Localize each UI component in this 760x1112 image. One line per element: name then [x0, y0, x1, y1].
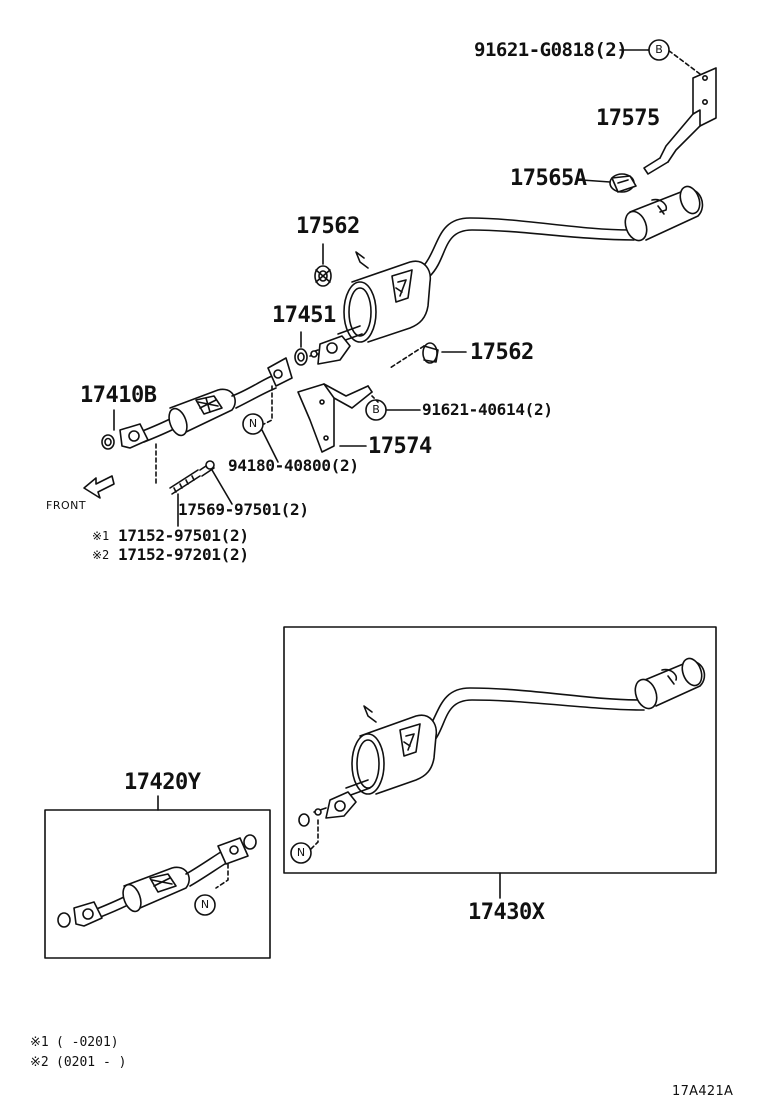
figure-code: 17A421A: [672, 1084, 734, 1099]
n-mark-icon: [290, 842, 312, 864]
footnote-1-text: ( -0201): [56, 1035, 119, 1050]
n-mark-label: N: [248, 417, 258, 430]
b-mark-icon: [648, 39, 670, 61]
label-17152-97201: 17152-97201(2): [118, 545, 249, 564]
bracket-17575[interactable]: [643, 67, 717, 175]
front-pipe-17410b[interactable]: [119, 357, 293, 449]
label-91621-40614: 91621-40614(2): [422, 400, 553, 419]
nut-front: [101, 434, 115, 450]
footnote-1-mark: ※1: [30, 1035, 49, 1050]
label-17410b: 17410B: [80, 383, 157, 408]
label-17569-97501: 17569-97501(2): [178, 500, 309, 519]
gasket-17562-top[interactable]: [314, 265, 332, 287]
b-mark-label: B: [655, 43, 663, 56]
gasket-17562-mid[interactable]: [422, 342, 439, 364]
stud-17152[interactable]: [169, 469, 201, 495]
assembly-17430x-box: [283, 626, 717, 874]
label-17574: 17574: [368, 434, 432, 459]
b-mark-label: B: [372, 403, 380, 416]
label-17562-mid: 17562: [470, 340, 534, 365]
front-arrow-icon: [83, 475, 115, 499]
footnote-2-mark: ※2: [30, 1055, 49, 1070]
ref-mark-2: ※2: [92, 548, 110, 562]
n-mark-icon: [242, 413, 264, 435]
footnote-2-text: (0201 - ): [56, 1055, 127, 1070]
bracket-17574[interactable]: [297, 383, 373, 453]
ring-17451[interactable]: [294, 348, 308, 366]
label-91621-g0818: 91621-G0818(2): [474, 39, 628, 61]
n-mark-label: N: [200, 898, 210, 911]
label-17562-top: 17562: [296, 214, 360, 239]
n-mark-label: N: [296, 846, 306, 859]
n-mark-icon: [194, 894, 216, 916]
front-pipe-17420y[interactable]: [57, 834, 257, 928]
label-17420y: 17420Y: [124, 770, 201, 795]
label-17575: 17575: [596, 106, 660, 131]
label-17451: 17451: [272, 303, 336, 328]
flange-top: [309, 335, 351, 365]
label-94180-40800: 94180-40800(2): [228, 456, 359, 475]
ref-mark-1: ※1: [92, 529, 110, 543]
cushion-17565a[interactable]: [609, 173, 637, 193]
front-label: FRONT: [46, 499, 87, 512]
spring-17569[interactable]: [199, 460, 215, 477]
label-17152-97501: 17152-97501(2): [118, 526, 249, 545]
main-muffler-top[interactable]: [337, 184, 704, 343]
label-17565a: 17565A: [510, 166, 587, 191]
main-muffler-17430x[interactable]: [298, 656, 706, 851]
label-17430x: 17430X: [468, 900, 545, 925]
